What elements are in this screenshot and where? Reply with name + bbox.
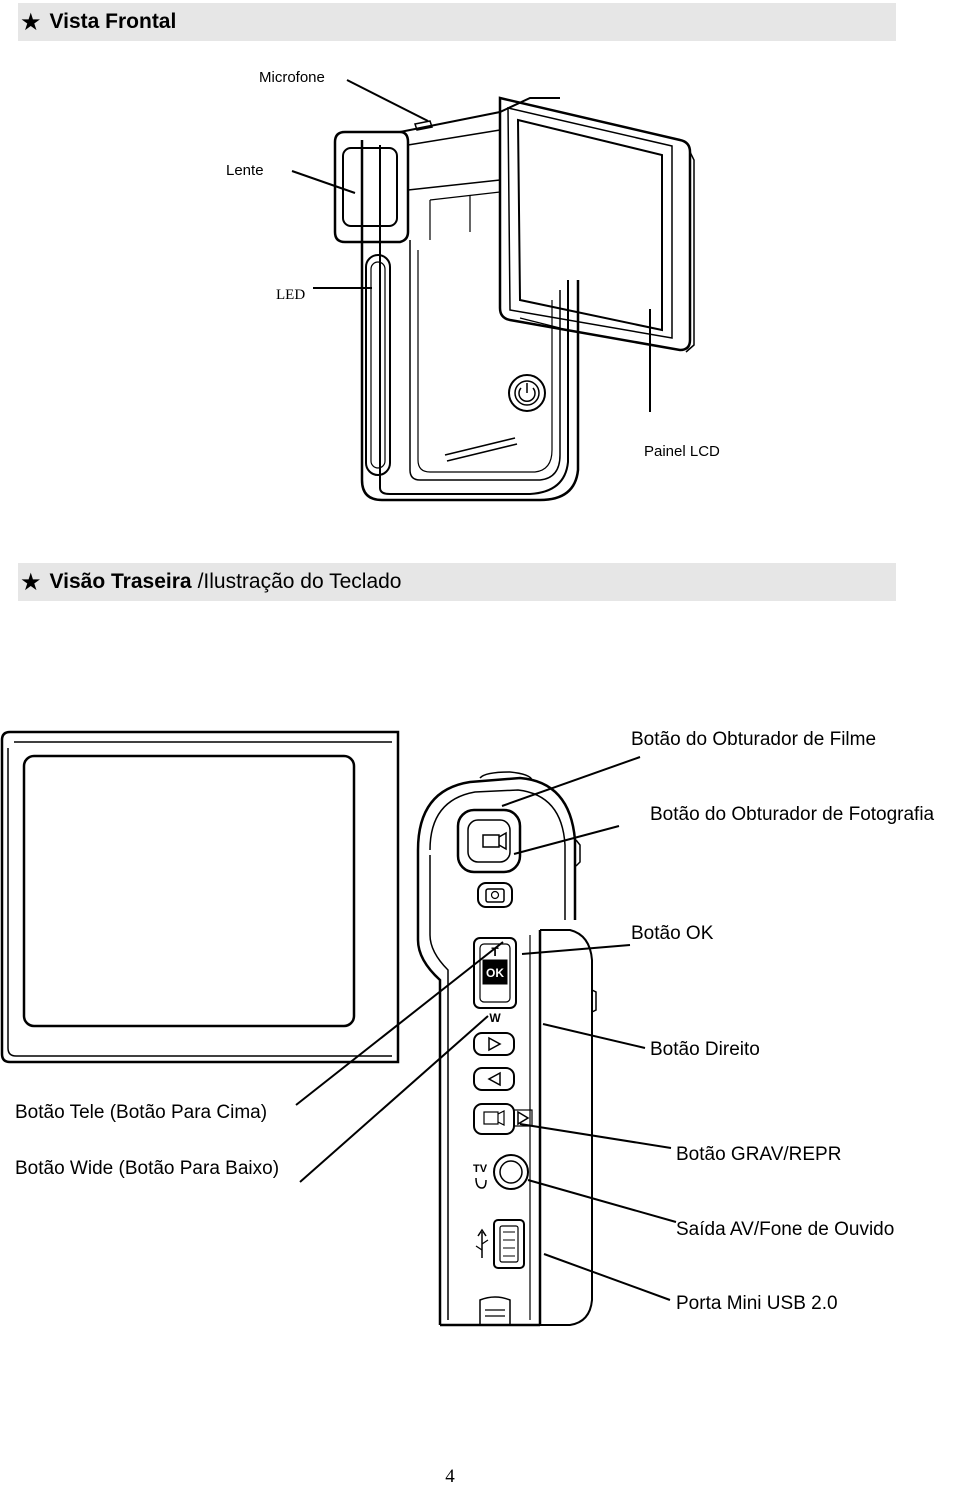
page-number: 4 (445, 1466, 455, 1487)
ok-glyph: OK (486, 966, 504, 980)
label-lens: Lente (226, 162, 264, 179)
label-av-out: Saída AV/Fone de Ouvido (676, 1219, 895, 1240)
star-icon: ★ (20, 568, 42, 596)
label-led: LED (276, 287, 306, 303)
label-lcd-panel: Painel LCD (644, 443, 720, 460)
rear-view-title: Visão Traseira (49, 570, 192, 593)
label-right-button: Botão Direito (650, 1039, 760, 1060)
star-icon: ★ (20, 8, 42, 36)
tv-glyph: TV (473, 1163, 488, 1175)
label-tele-button: Botão Tele (Botão Para Cima) (15, 1102, 268, 1123)
rear-camera-illustration: T OK W TV (0, 730, 677, 1327)
tele-glyph: T (491, 945, 499, 959)
rear-view-header: ★ Visão Traseira /Ilustração do Teclado (18, 563, 896, 601)
front-view-header: ★ Vista Frontal (18, 3, 896, 41)
wide-glyph: W (489, 1011, 501, 1025)
front-camera-illustration (291, 79, 695, 502)
label-wide-button: Botão Wide (Botão Para Baixo) (15, 1158, 280, 1179)
label-microphone: Microfone (259, 69, 325, 86)
front-view-title: Vista Frontal (49, 10, 177, 33)
label-movie-shutter: Botão do Obturador de Filme (631, 729, 877, 750)
label-ok-button: Botão OK (631, 923, 714, 944)
label-photo-shutter: Botão do Obturador de Fotografia (650, 804, 935, 825)
rear-view-subtitle: /Ilustração do Teclado (197, 570, 402, 593)
label-usb-port: Porta Mini USB 2.0 (676, 1293, 838, 1314)
label-rec-play-button: Botão GRAV/REPR (676, 1144, 842, 1165)
